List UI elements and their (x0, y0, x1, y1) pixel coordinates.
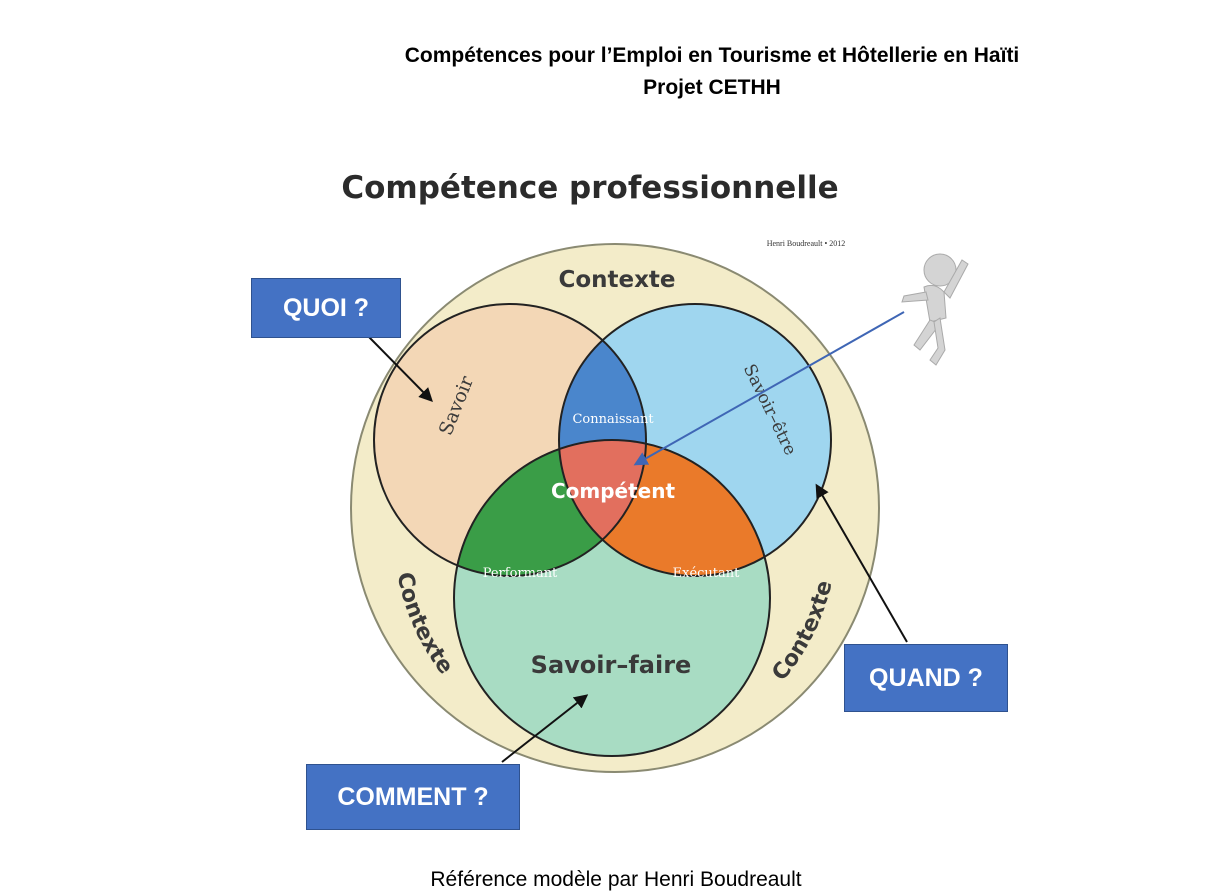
quoi-arrow (367, 335, 433, 402)
savoir-faire-label: Savoir–faire (531, 651, 692, 679)
diagram-heading: Compétence professionnelle (341, 170, 838, 206)
context-label-top: Contexte (558, 267, 675, 293)
executant-label: Exécutant (673, 566, 741, 581)
running-person-figure (901, 253, 969, 366)
quand-callout: QUAND ? (844, 644, 1008, 712)
executant-region (559, 440, 770, 576)
author-credit: Henri Boudreault • 2012 (767, 239, 846, 248)
competent-label: Compétent (551, 479, 676, 503)
competence-venn-diagram: Compétence professionnelle Henri Boudrea… (341, 170, 969, 773)
performant-label: Performant (483, 566, 558, 581)
performant-region (454, 440, 646, 576)
quoi-callout: QUOI ? (251, 278, 401, 338)
document-title: Compétences pour l’Emploi en Tourisme et… (404, 44, 1020, 67)
quand-arrow (815, 483, 908, 643)
comment-callout: COMMENT ? (306, 764, 520, 830)
document-subtitle: Projet CETHH (643, 76, 781, 99)
blue-pointer-arrow (633, 311, 905, 466)
comment-arrow (501, 694, 589, 763)
connaissant-label: Connaissant (572, 412, 654, 427)
footer-reference: Référence modèle par Henri Boudreault (430, 868, 802, 891)
